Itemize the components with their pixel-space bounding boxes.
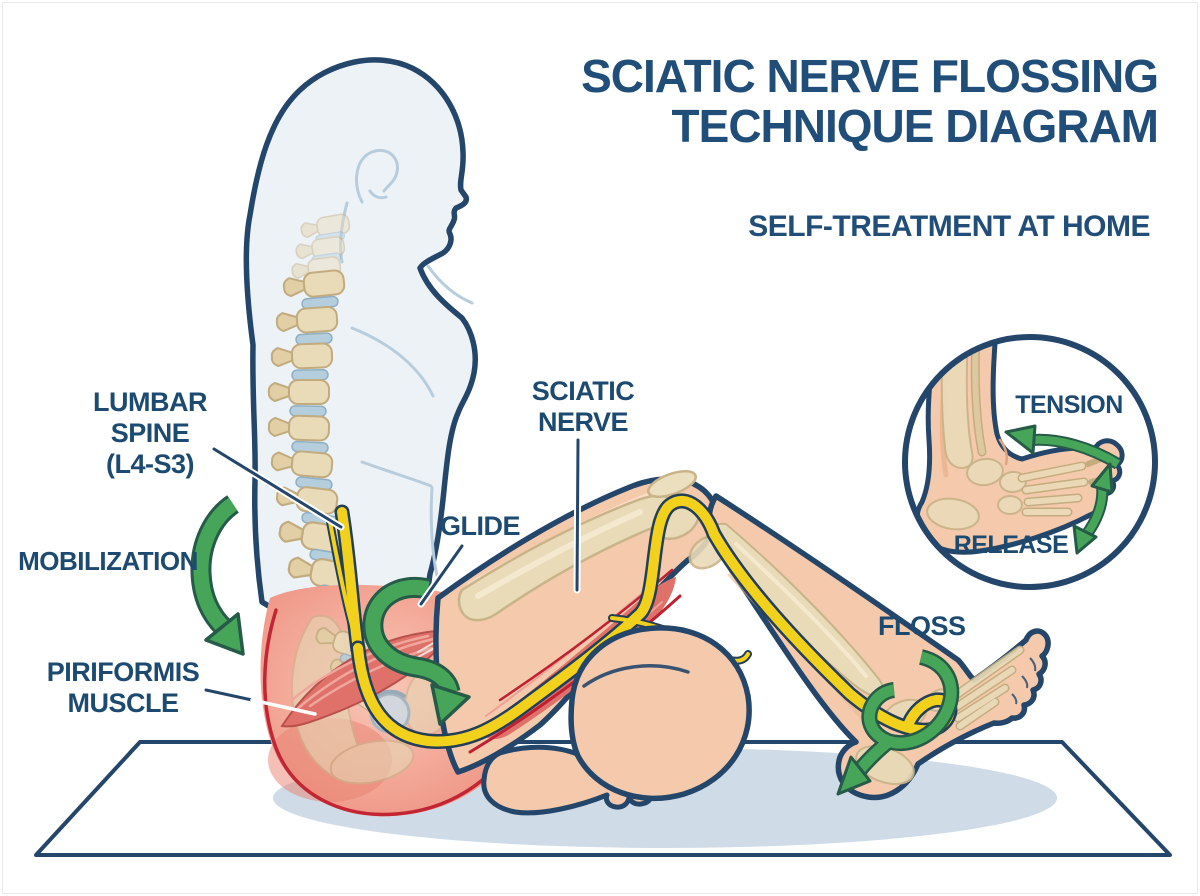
release-arrow-icon bbox=[1072, 462, 1114, 555]
label-mobilization: MOBILIZATION bbox=[18, 546, 198, 576]
title-line-1: SCIATIC NERVE FLOSSING bbox=[581, 50, 1159, 102]
silhouette-detail-lines bbox=[339, 149, 474, 578]
sciatic-nerve-pointer bbox=[575, 438, 580, 592]
pointer-lines bbox=[204, 436, 582, 716]
inset-foot-bones bbox=[926, 337, 1106, 531]
title-line-2: TECHNIQUE DIAGRAM bbox=[671, 99, 1159, 152]
sciatic-nerve-roots bbox=[326, 504, 366, 658]
piriformis-label-line2: MUSCLE bbox=[67, 688, 180, 719]
page-title: SCIATIC NERVE FLOSSING TECHNIQUE DIAGRAM bbox=[581, 50, 1159, 152]
sciatic-label-line2: NERVE bbox=[537, 407, 629, 438]
glide-arrow-icon bbox=[362, 577, 471, 726]
ankle-inset bbox=[902, 334, 1158, 590]
lumbar-spine-pointer bbox=[212, 447, 343, 529]
glide-pointer bbox=[419, 544, 464, 606]
bent-leg bbox=[481, 625, 752, 816]
sciatic-label-line1: SCIATIC bbox=[531, 376, 635, 406]
piriformis-pointer bbox=[204, 688, 254, 702]
piriformis-pointer-over-muscle bbox=[250, 698, 317, 716]
mobilization-arrow-icon bbox=[190, 495, 245, 656]
lumbar-spine-label-line3: (L4-S3) bbox=[105, 449, 195, 480]
lumbar-spine-label-line1: LUMBAR bbox=[93, 387, 207, 417]
label-tension: TENSION bbox=[1015, 391, 1123, 419]
label-glide: GLIDE bbox=[439, 511, 521, 541]
label-lumbar-spine: LUMBAR SPINE (L4-S3) bbox=[84, 387, 216, 480]
page-subtitle: SELF-TREATMENT AT HOME bbox=[748, 210, 1150, 243]
label-floss: FLOSS bbox=[878, 611, 966, 641]
bent-knee-calf bbox=[568, 625, 752, 802]
tension-arrow-icon bbox=[1004, 424, 1122, 470]
inset-circle-border bbox=[902, 334, 1158, 590]
floss-arrow-icon bbox=[836, 649, 960, 796]
toe-creases bbox=[1011, 657, 1037, 705]
patella-bone bbox=[647, 470, 697, 498]
lumbar-spine-label-line2: SPINE bbox=[110, 418, 190, 449]
label-sciatic-nerve: SCIATIC NERVE bbox=[522, 376, 644, 438]
label-piriformis-muscle: PIRIFORMIS MUSCLE bbox=[40, 657, 206, 719]
label-release: RELEASE bbox=[953, 531, 1069, 559]
piriformis-label-line1: PIRIFORMIS bbox=[46, 657, 200, 687]
